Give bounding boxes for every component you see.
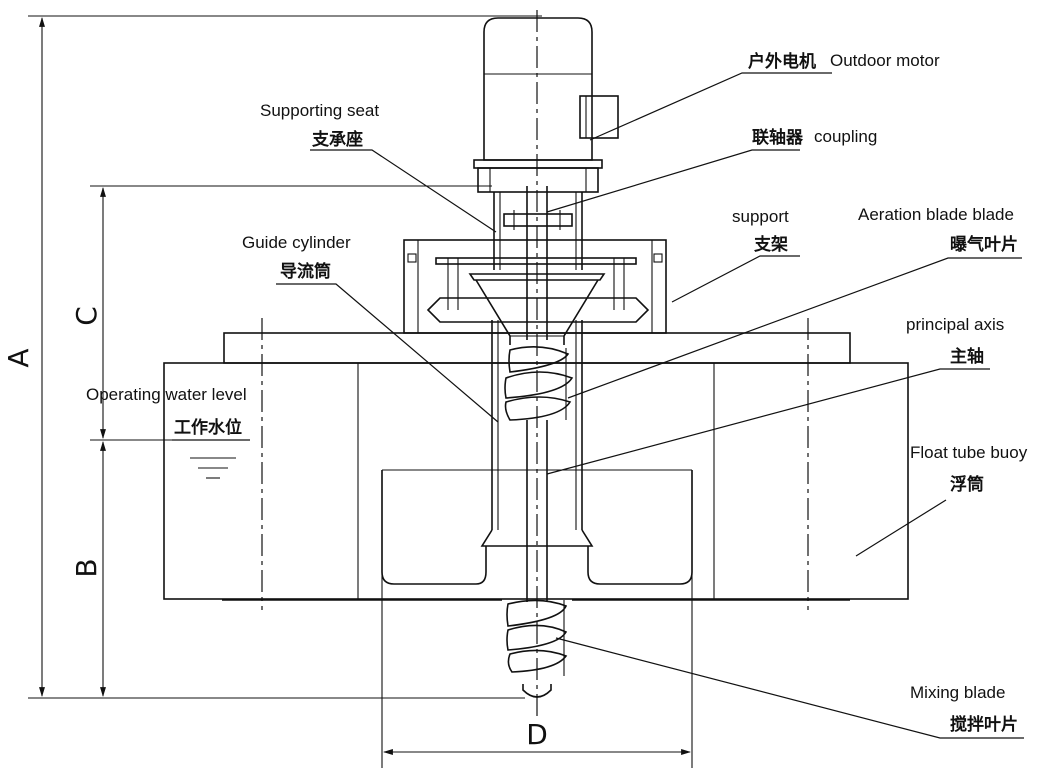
mixing-blade — [506, 599, 568, 676]
support-cn: 支架 — [754, 234, 788, 255]
support-en: support — [732, 207, 789, 226]
float-tube-en: Float tube buoy — [910, 443, 1028, 462]
coupling-cn: 联轴器 — [752, 127, 804, 148]
callout-mixing-blade: Mixing blade 搅拌叶片 — [910, 683, 1018, 735]
principal-axis-cn: 主轴 — [950, 346, 984, 367]
supporting-seat-en: Supporting seat — [260, 101, 379, 120]
callout-support: support 支架 — [732, 207, 789, 255]
float-tube-buoy — [163, 362, 909, 601]
callout-aeration-blade: Aeration blade blade 曝气叶片 — [858, 205, 1018, 255]
water-level-en: Operating water level — [86, 385, 247, 404]
callout-principal-axis: principal axis 主轴 — [906, 315, 1004, 367]
mixing-blade-cn: 搅拌叶片 — [950, 714, 1018, 735]
callout-supporting-seat: Supporting seat 支承座 — [260, 101, 379, 150]
guide-cylinder — [468, 273, 606, 547]
leader-lines — [172, 72, 1024, 739]
callout-guide-cylinder: Guide cylinder 导流筒 — [242, 233, 351, 282]
principal-axis-en: principal axis — [906, 315, 1004, 334]
coupling-en: coupling — [814, 127, 877, 146]
principal-axis — [522, 420, 552, 698]
callout-float-tube: Float tube buoy 浮筒 — [910, 443, 1028, 495]
float-tube-cn: 浮筒 — [950, 474, 984, 495]
guide-cylinder-en: Guide cylinder — [242, 233, 351, 252]
dim-label-d: D — [526, 718, 548, 751]
outdoor-motor — [473, 17, 619, 193]
dim-label-c: C — [70, 306, 103, 326]
supporting-seat-cn: 支承座 — [312, 129, 363, 150]
center-lines — [261, 10, 809, 720]
dimension-lines — [28, 15, 693, 768]
callout-outdoor-motor: 户外电机 Outdoor motor — [748, 51, 940, 72]
water-level-cn: 工作水位 — [174, 417, 242, 438]
outdoor-motor-cn: 户外电机 — [748, 51, 816, 72]
callout-coupling: 联轴器 coupling — [752, 127, 877, 148]
supporting-seat — [493, 186, 583, 340]
aeration-blade-en: Aeration blade blade — [858, 205, 1014, 224]
dimension-labels: A C B D — [2, 306, 548, 751]
guide-cylinder-cn: 导流筒 — [280, 261, 331, 282]
aeration-blade — [504, 346, 574, 421]
callout-water-level: Operating water level 工作水位 — [86, 385, 247, 438]
water-level-symbol — [174, 439, 250, 479]
dim-label-a: A — [2, 348, 35, 367]
outdoor-motor-en: Outdoor motor — [830, 51, 940, 70]
dim-label-b: B — [70, 558, 103, 577]
aeration-blade-cn: 曝气叶片 — [950, 234, 1018, 255]
support-frame — [403, 239, 667, 334]
mixing-blade-en: Mixing blade — [910, 683, 1005, 702]
